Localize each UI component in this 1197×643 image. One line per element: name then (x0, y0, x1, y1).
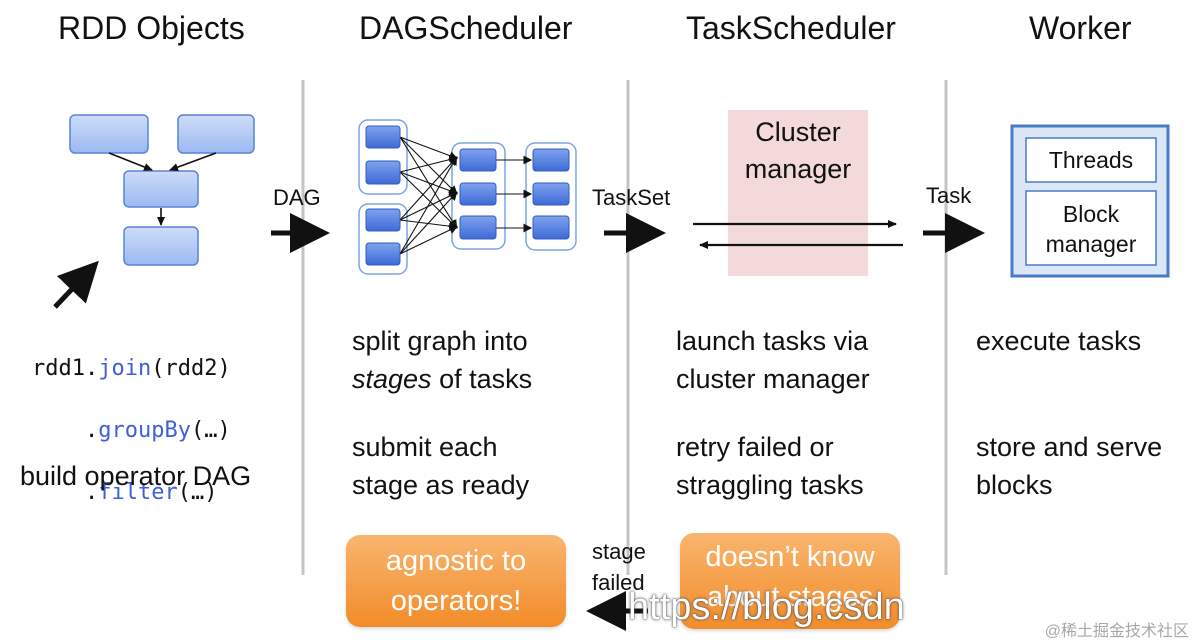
desc-rdd: build operator DAG (20, 461, 252, 491)
code-pointer-arrow (53, 260, 99, 309)
desc-worker-1: execute tasks (976, 326, 1142, 356)
threads-box (1025, 137, 1157, 183)
callout-doesnt-line-2: about stages (706, 581, 874, 613)
cluster-manager-line-2: manager (744, 154, 852, 184)
rdd-node-c (123, 170, 199, 208)
code-method: filter (98, 480, 178, 505)
code-text: (rdd2) (151, 356, 231, 381)
desc-worker-line-1: store and serve (976, 432, 1163, 462)
desc-task-line-2: cluster manager (676, 364, 870, 394)
watermark-corner: @稀土掘金技术社区 (1044, 623, 1189, 640)
desc-dag-of-tasks: of tasks (431, 364, 533, 394)
desc-task-1: launch tasks via cluster manager (676, 322, 870, 398)
desc-dag-line-3: submit each (352, 432, 498, 462)
rdd-node-d (123, 226, 199, 266)
label-stage-failed-2: failed (592, 570, 645, 595)
desc-worker-2: store and serve blocks (976, 428, 1162, 504)
desc-dag-1: split graph into stages of tasks (352, 322, 532, 398)
code-text: (…) (190, 418, 231, 443)
desc-dag-stages: stages (352, 364, 432, 394)
rdd-node-a (69, 114, 149, 154)
cluster-manager-box (728, 110, 868, 276)
code-method: join (98, 356, 152, 381)
rdd-edge-a-c (108, 152, 153, 171)
label-taskset: TaskSet (592, 185, 671, 210)
code-text: rdd1. (32, 356, 99, 381)
code-text: . (32, 418, 99, 443)
desc-dag-line-4: stage as ready (352, 470, 530, 500)
threads-label: Threads (1048, 147, 1134, 173)
stage-graph (358, 119, 577, 275)
label-dag: DAG (273, 185, 321, 210)
code-method: groupBy (98, 418, 191, 443)
callout-agnostic-line-1: agnostic to (385, 545, 527, 577)
title-taskscheduler: TaskScheduler (686, 10, 896, 46)
callout-agnostic: agnostic to operators! (346, 535, 566, 627)
desc-task-line-3: retry failed or (676, 432, 834, 462)
code-line-2: .groupBy(…) (32, 415, 231, 446)
watermark-blog: https://blog.csdn (628, 586, 905, 628)
desc-dag-line-1: split graph into (352, 326, 528, 356)
desc-worker-line-2: blocks (976, 470, 1053, 500)
code-line-3: .filter(…) (32, 477, 231, 508)
callout-doesnt-line-1: doesn’t know (705, 541, 875, 573)
label-stage-failed-1: stage (592, 539, 646, 564)
callout-doesnt-know: doesn’t know about stages (680, 533, 900, 629)
cluster-manager-line-1: Cluster (755, 117, 841, 147)
code-line-1: rdd1.join(rdd2) (32, 353, 231, 384)
rdd-edge-b-c (169, 152, 217, 171)
title-rdd-objects: RDD Objects (58, 10, 245, 46)
desc-task-2: retry failed or straggling tasks (676, 428, 864, 504)
block-manager-label: Block manager (1026, 199, 1156, 259)
block-manager-box (1025, 190, 1157, 266)
desc-task-line-4: straggling tasks (676, 470, 864, 500)
rdd-node-b (177, 114, 255, 154)
block-manager-line-1: Block (1062, 201, 1120, 227)
code-text: . (32, 480, 99, 505)
desc-dag-line-2: stages of tasks (352, 360, 532, 398)
title-dagscheduler: DAGScheduler (359, 10, 573, 46)
label-task: Task (926, 183, 972, 208)
desc-dag-2: submit each stage as ready (352, 428, 529, 504)
title-worker: Worker (1029, 10, 1132, 46)
code-snippet: rdd1.join(rdd2) .groupBy(…) .filter(…) (32, 322, 231, 539)
rdd-dag (69, 114, 255, 266)
code-text: (…) (177, 480, 218, 505)
callout-agnostic-line-2: operators! (390, 585, 522, 617)
cluster-manager-label: Cluster manager (728, 114, 868, 188)
desc-task-line-1: launch tasks via (676, 326, 869, 356)
block-manager-line-2: manager (1045, 231, 1137, 257)
